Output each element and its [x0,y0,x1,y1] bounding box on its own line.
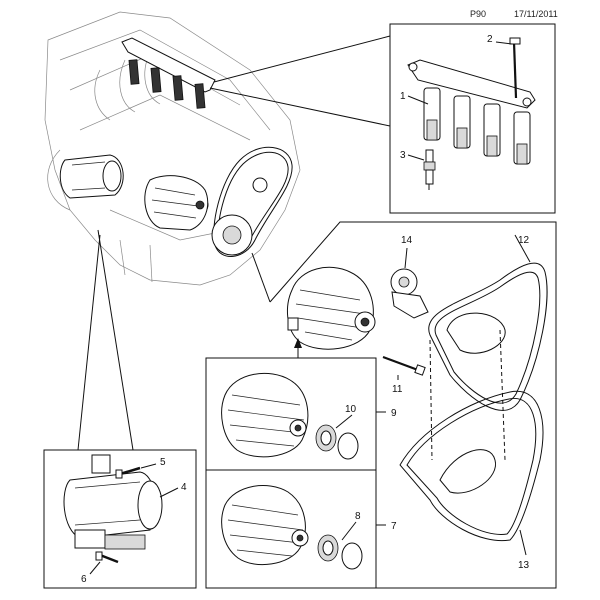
callout-13: 13 [518,560,530,571]
starter-motor-box [43,449,197,589]
callout-2: 2 [487,34,493,45]
leader-lines [77,35,391,451]
callout-7: 7 [391,521,397,532]
engine-block [44,11,301,286]
callout-12: 12 [518,235,530,246]
callout-8: 8 [355,511,361,522]
callout-14: 14 [401,235,413,246]
callout-11: 11 [392,384,403,395]
page-code: P90 [470,9,487,19]
page-date: 17/11/2011 [514,9,558,19]
callout-10: 10 [345,404,357,415]
callout-4: 4 [181,482,187,493]
callout-3: 3 [400,150,406,161]
ignition-coil-box [389,23,556,214]
callout-9: 9 [391,408,397,419]
alternator-belt-box [205,221,557,589]
callout-6: 6 [81,574,87,585]
callout-5: 5 [160,457,166,468]
alternator-variant-boxes [205,357,386,589]
callout-1: 1 [400,91,406,102]
